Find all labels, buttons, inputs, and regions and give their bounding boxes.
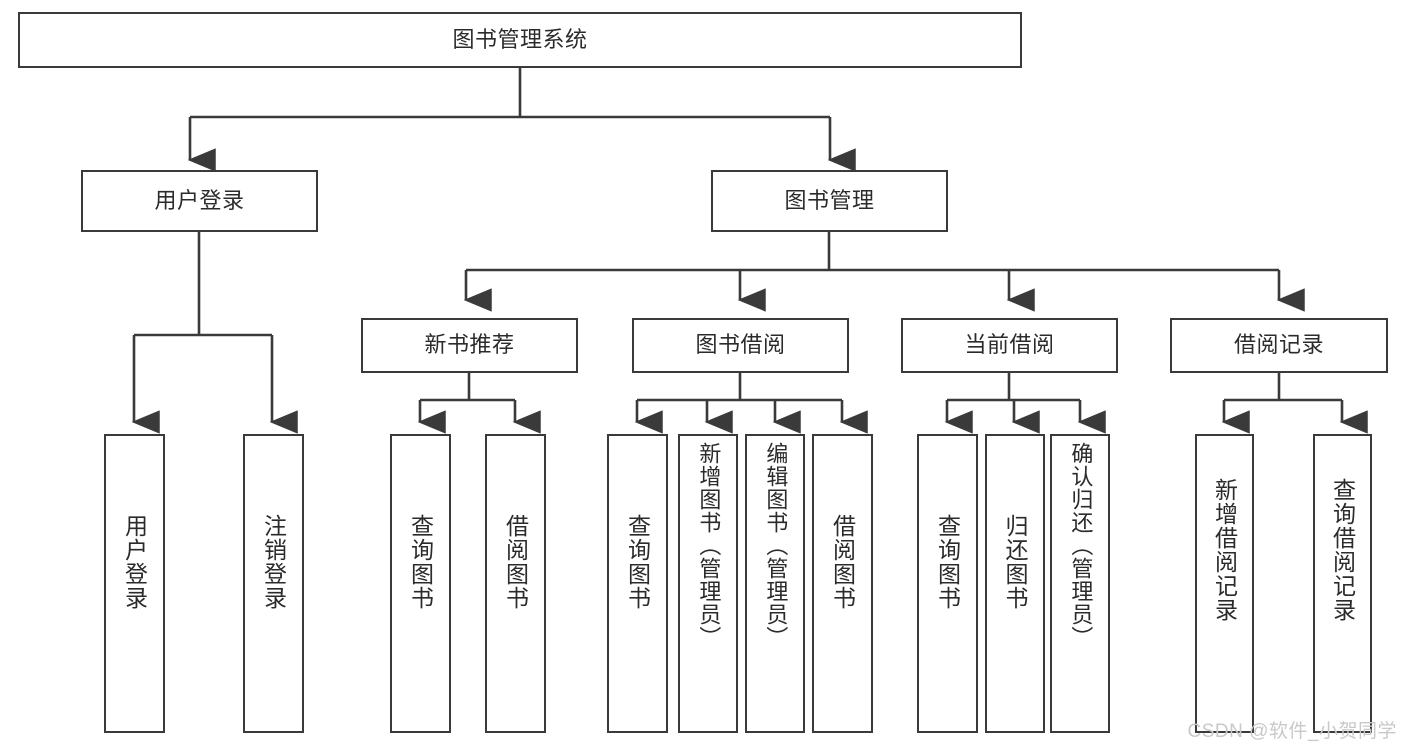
node-book-manage-label: 图书管理	[784, 187, 875, 213]
node-leaf-borrow-book-2[interactable]: 借阅图书	[812, 434, 873, 733]
node-new-book-recommend[interactable]: 新书推荐	[361, 318, 578, 373]
node-leaf-query-record-label: 查询借阅记录	[1329, 478, 1356, 622]
node-current-borrow-label: 当前借阅	[964, 332, 1055, 358]
node-leaf-query-book-1-label: 查询图书	[407, 514, 434, 610]
node-leaf-add-record-label: 新增借阅记录	[1211, 478, 1238, 622]
node-leaf-query-record[interactable]: 查询借阅记录	[1313, 434, 1372, 733]
node-root[interactable]: 图书管理系统	[18, 12, 1022, 68]
node-leaf-return-book[interactable]: 归还图书	[985, 434, 1045, 733]
node-book-borrow-label: 图书借阅	[695, 332, 786, 358]
node-leaf-add-book-label: 新增图书（管理员）	[696, 442, 722, 649]
node-current-borrow[interactable]: 当前借阅	[901, 318, 1118, 373]
node-user-login[interactable]: 用户登录	[81, 170, 318, 232]
node-leaf-return-book-label: 归还图书	[1002, 514, 1029, 610]
node-leaf-edit-book[interactable]: 编辑图书（管理员）	[745, 434, 805, 733]
node-leaf-query-book-2[interactable]: 查询图书	[607, 434, 668, 733]
node-book-borrow[interactable]: 图书借阅	[632, 318, 849, 373]
node-leaf-query-book-1[interactable]: 查询图书	[390, 434, 451, 733]
node-leaf-add-book[interactable]: 新增图书（管理员）	[678, 434, 738, 733]
node-borrow-record[interactable]: 借阅记录	[1170, 318, 1388, 373]
node-leaf-confirm-return[interactable]: 确认归还（管理员）	[1050, 434, 1110, 733]
node-leaf-borrow-book-2-label: 借阅图书	[829, 514, 856, 610]
node-leaf-add-record[interactable]: 新增借阅记录	[1195, 434, 1254, 733]
node-borrow-record-label: 借阅记录	[1233, 332, 1324, 358]
node-leaf-borrow-book-1[interactable]: 借阅图书	[485, 434, 546, 733]
node-leaf-logout-label: 注销登录	[260, 514, 287, 610]
node-root-label: 图书管理系统	[452, 26, 588, 52]
node-leaf-confirm-return-label: 确认归还（管理员）	[1068, 442, 1094, 649]
node-user-login-label: 用户登录	[154, 187, 245, 213]
node-leaf-query-book-3[interactable]: 查询图书	[917, 434, 978, 733]
node-new-book-recommend-label: 新书推荐	[424, 332, 515, 358]
node-leaf-edit-book-label: 编辑图书（管理员）	[763, 442, 789, 649]
node-leaf-user-login-label: 用户登录	[121, 514, 148, 610]
node-leaf-user-login[interactable]: 用户登录	[104, 434, 165, 733]
node-book-manage[interactable]: 图书管理	[711, 170, 948, 232]
node-leaf-query-book-3-label: 查询图书	[934, 514, 961, 610]
watermark: CSDN @软件_小贺同学	[1187, 721, 1397, 742]
node-leaf-logout[interactable]: 注销登录	[243, 434, 304, 733]
node-leaf-query-book-2-label: 查询图书	[624, 514, 651, 610]
node-leaf-borrow-book-1-label: 借阅图书	[502, 514, 529, 610]
